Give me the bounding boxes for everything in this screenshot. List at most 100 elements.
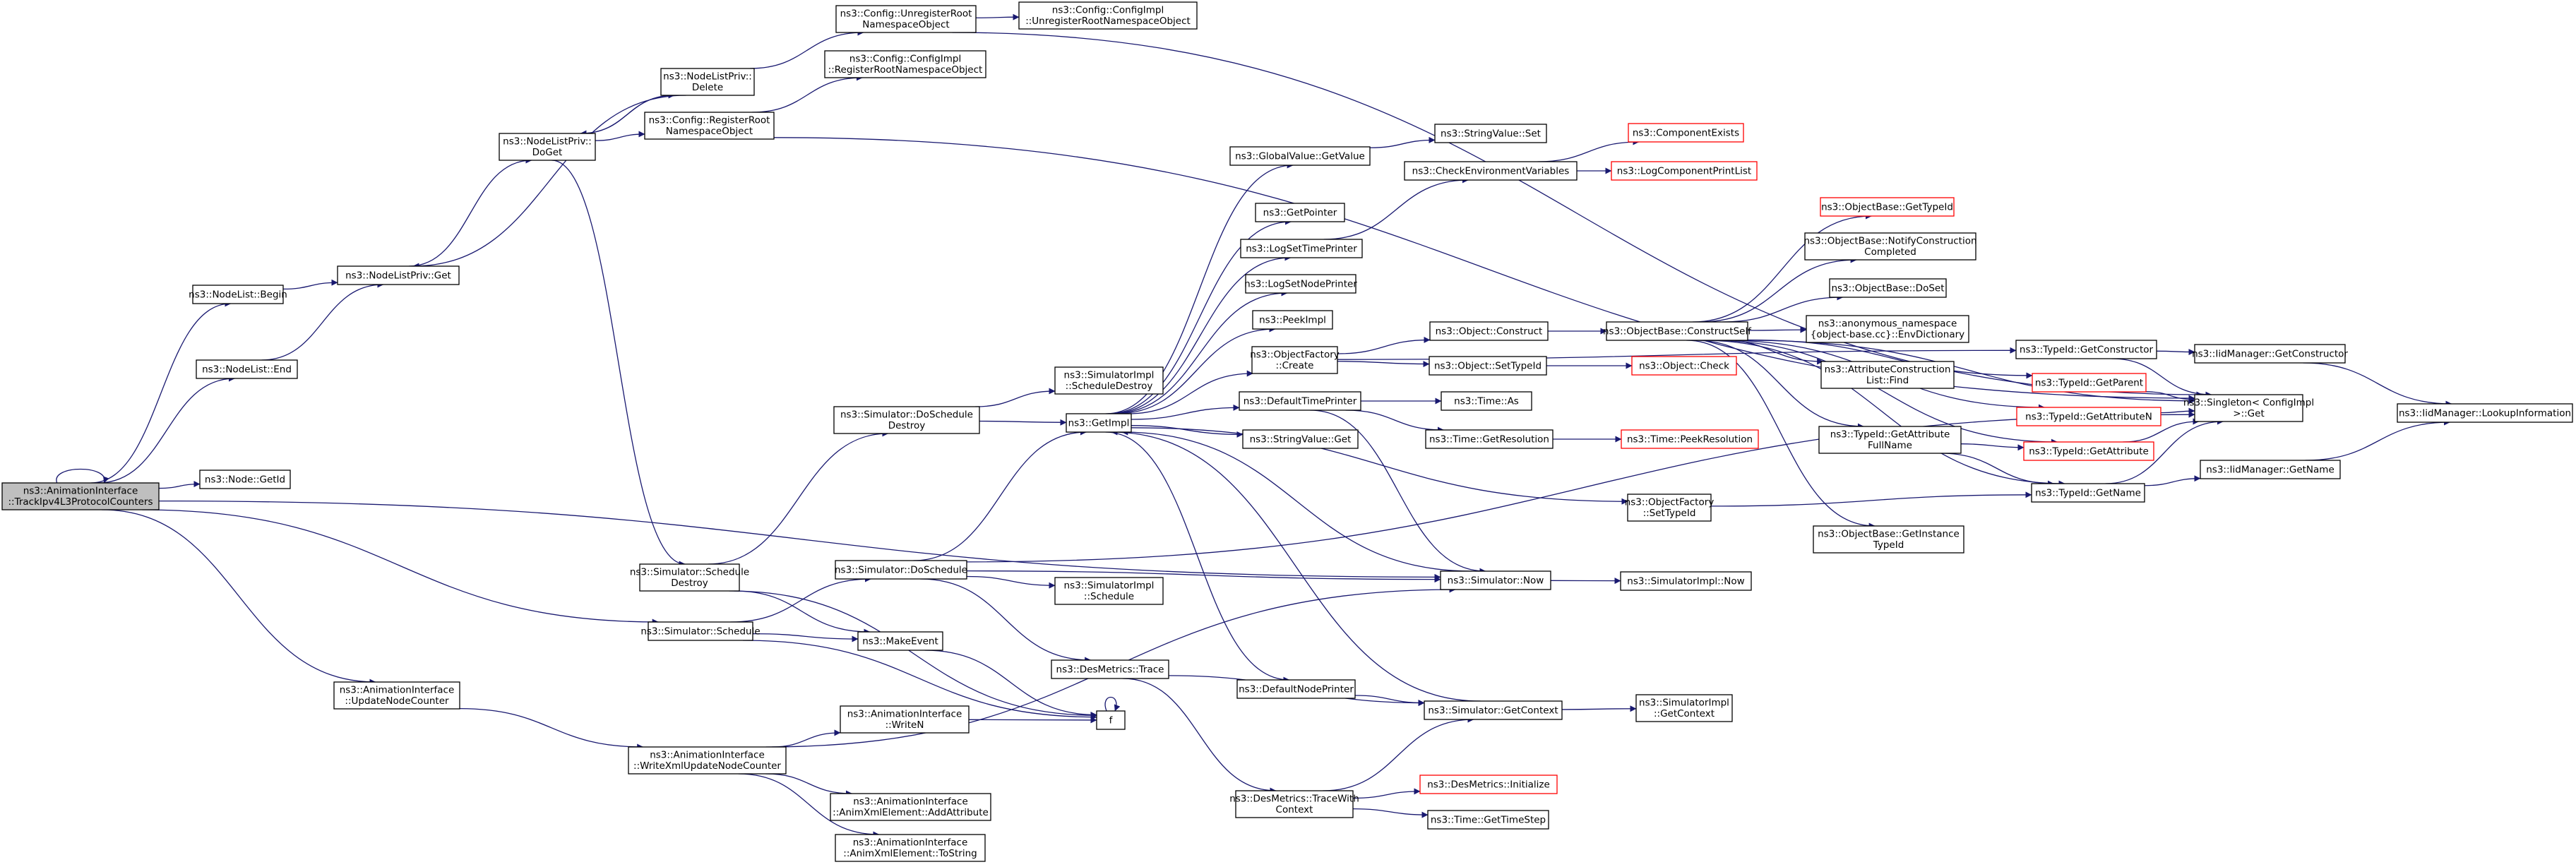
edge-n13-to-n12 [752,74,863,113]
node-ns3-config-unregisterroot-namespaceobject[interactable]: ns3::Config::UnregisterRootNamespaceObje… [835,5,977,33]
node-ns3-animationinterface-animxmlelement-tostring[interactable]: ns3::AnimationInterface::AnimXmlElement:… [835,834,986,862]
node-ns3-componentexists[interactable]: ns3::ComponentExists [1628,123,1744,143]
node-label: ::WriteN [886,719,924,731]
edge-n5-to-n17 [752,633,859,642]
node-label: ns3::GetPointer [1263,207,1337,218]
node-label: ::UpdateNodeCounter [345,695,449,707]
node-ns3-config-registerroot-namespaceobject[interactable]: ns3::Config::RegisterRootNamespaceObject [644,112,775,140]
node-ns3-defaulttimeprinter[interactable]: ns3::DefaultTimePrinter [1239,391,1361,411]
node-ns3-animationinterface-animxmlelement-addattribute[interactable]: ns3::AnimationInterface::AnimXmlElement:… [830,793,991,821]
node-ns3-typeid-getconstructor[interactable]: ns3::TypeId::GetConstructor [2015,340,2157,359]
node-ns3-iidmanager-lookupinformation[interactable]: ns3::IidManager::LookupInformation [2397,403,2573,423]
node-ns3-iidmanager-getconstructor[interactable]: ns3::IidManager::GetConstructor [2192,344,2348,364]
node-ns3-config-configimpl-unregisterrootnamespaceobject[interactable]: ns3::Config::ConfigImpl::UnregisterRootN… [1018,1,1198,30]
node-ns3-logcomponentprintlist[interactable]: ns3::LogComponentPrintList [1611,161,1758,181]
edge-n45-to-n54 [1561,705,1637,712]
node-ns3-time-as[interactable]: ns3::Time::As [1441,391,1532,411]
node-ns3-simulator-schedule-destroy[interactable]: ns3::Simulator::ScheduleDestroy [630,563,749,592]
node-ns3-globalvalue-getvalue[interactable]: ns3::GlobalValue::GetValue [1229,146,1371,166]
edge-n5-to-n16 [730,575,872,623]
node-ns3-nodelist-end[interactable]: ns3::NodeList::End [196,359,298,379]
node-label: >::Get [2233,408,2264,419]
node-f[interactable]: f [1096,710,1126,730]
node-ns3-anonymous-namespace-object-base-cc-envdictionary[interactable]: ns3::anonymous_namespace{object-base.cc}… [1806,315,1969,343]
node-ns3-objectbase-doset[interactable]: ns3::ObjectBase::DoSet [1829,278,1947,298]
node-ns3-time-peekresolution[interactable]: ns3::Time::PeekResolution [1621,429,1759,449]
node-ns3-simulator-now[interactable]: ns3::Simulator::Now [1440,570,1551,590]
node-ns3-simulatorimpl-scheduledestroy[interactable]: ns3::SimulatorImpl::ScheduleDestroy [1054,366,1164,395]
node-ns3-simulator-getcontext[interactable]: ns3::Simulator::GetContext [1424,700,1563,720]
node-label: Delete [692,82,723,93]
node-box [644,112,775,140]
node-box [1066,413,1132,433]
node-ns3-simulatorimpl-schedule[interactable]: ns3::SimulatorImpl::Schedule [1054,577,1164,605]
node-box [648,621,753,641]
edge-n16-to-n24 [966,575,1056,589]
node-ns3-simulatorimpl-getcontext[interactable]: ns3::SimulatorImpl::GetContext [1635,694,1733,722]
node-ns3-logsetnodeprinter[interactable]: ns3::LogSetNodePrinter [1244,274,1357,294]
node-box [1,482,160,510]
edge-n44-to-n23 [1121,429,1473,572]
node-ns3-object-settypeid[interactable]: ns3::Object::SetTypeId [1429,356,1547,376]
node-ns3-peekimpl[interactable]: ns3::PeekImpl [1252,310,1333,330]
node-label: ns3::Node::GetId [205,474,285,485]
node-ns3-objectbase-gettypeid[interactable]: ns3::ObjectBase::GetTypeId [1820,197,1955,217]
node-label: ns3::Config::UnregisterRoot [840,8,972,20]
node-ns3-object-construct[interactable]: ns3::Object::Construct [1429,321,1549,341]
node-ns3-objectbase-notifyconstruction-completed[interactable]: ns3::ObjectBase::NotifyConstructionCompl… [1803,232,1977,261]
node-label: ns3::GlobalValue::GetValue [1235,150,1365,162]
node-ns3-nodelistpriv-get[interactable]: ns3::NodeListPriv::Get [337,265,460,285]
node-ns3-simulator-schedule[interactable]: ns3::Simulator::Schedule [640,621,761,641]
edge-n29-to-n38 [1323,177,1469,240]
node-ns3-logsettimeprinter[interactable]: ns3::LogSetTimePrinter [1240,239,1363,258]
node-ns3-singleton-configimpl-get[interactable]: ns3::Singleton< ConfigImpl >::Get [2183,394,2314,422]
node-ns3-nodelistpriv-delete[interactable]: ns3::NodeListPriv::Delete [660,68,755,96]
node-ns3-time-gettimestep[interactable]: ns3::Time::GetTimeStep [1427,810,1549,830]
node-ns3-object-check[interactable]: ns3::Object::Check [1631,356,1737,376]
node-ns3-time-getresolution[interactable]: ns3::Time::GetResolution [1425,429,1554,449]
node-ns3-animationinterface-trackipv4l3protocolcounters[interactable]: ns3::AnimationInterface::TrackIpv4L3Prot… [1,482,160,510]
node-ns3-nodelistpriv-doget[interactable]: ns3::NodeListPriv::DoGet [499,133,596,161]
node-ns3-typeid-getattributen[interactable]: ns3::TypeId::GetAttributeN [2016,407,2161,426]
node-ns3-typeid-getparent[interactable]: ns3::TypeId::GetParent [2032,373,2147,393]
node-box [1806,315,1969,343]
node-label: ns3::AnimationInterface [23,486,138,497]
edge-n50-to-n56 [1700,256,1857,323]
node-ns3-animationinterface-writexmlupdatenodecounter[interactable]: ns3::AnimationInterface::WriteXmlUpdateN… [628,746,787,775]
node-ns3-stringvalue-set[interactable]: ns3::StringValue::Set [1434,124,1547,143]
node-ns3-makeevent[interactable]: ns3::MakeEvent [857,631,943,651]
node-ns3-objectfactory-create[interactable]: ns3::ObjectFactory::Create [1250,346,1340,374]
node-ns3-objectfactory-settypeid[interactable]: ns3::ObjectFactory::SetTypeId [1625,494,1715,522]
node-box [196,359,298,379]
node-ns3-node-getid[interactable]: ns3::Node::GetId [199,470,291,489]
node-box [2031,483,2145,503]
edge-n14-to-n17 [734,590,871,635]
node-ns3-animationinterface-writen[interactable]: ns3::AnimationInterface::WriteN [840,705,970,734]
node-box [1620,571,1752,591]
node-box [2397,403,2573,423]
node-ns3-desmetrics-trace[interactable]: ns3::DesMetrics::Trace [1051,659,1169,679]
node-ns3-config-configimpl-registerrootnamespaceobject[interactable]: ns3::Config::ConfigImpl::RegisterRootNam… [824,50,986,78]
node-ns3-desmetrics-initialize[interactable]: ns3::DesMetrics::Initialize [1419,775,1558,794]
node-ns3-nodelist-begin[interactable]: ns3::NodeList::Begin [189,285,287,304]
node-ns3-objectbase-constructself[interactable]: ns3::ObjectBase::ConstructSelf [1603,321,1752,341]
node-ns3-getimpl[interactable]: ns3::GetImpl [1066,413,1132,433]
node-ns3-checkenvironmentvariables[interactable]: ns3::CheckEnvironmentVariables [1404,161,1578,181]
node-ns3-animationinterface-updatenodecounter[interactable]: ns3::AnimationInterface::UpdateNodeCount… [333,681,460,710]
node-ns3-stringvalue-get[interactable]: ns3::StringValue::Get [1242,429,1359,449]
node-ns3-typeid-getname[interactable]: ns3::TypeId::GetName [2031,483,2145,503]
node-ns3-getpointer[interactable]: ns3::GetPointer [1255,203,1345,222]
node-ns3-typeid-getattribute[interactable]: ns3::TypeId::GetAttribute [2023,441,2154,461]
node-ns3-iidmanager-getname[interactable]: ns3::IidManager::GetName [2200,460,2341,479]
node-box [628,746,787,775]
edge-n23-to-n34 [1131,425,1244,438]
node-ns3-defaultnodeprinter[interactable]: ns3::DefaultNodePrinter [1236,679,1356,699]
node-box [1236,679,1356,699]
node-ns3-simulator-doschedule[interactable]: ns3::Simulator::DoSchedule [835,560,967,580]
node-ns3-simulatorimpl-now[interactable]: ns3::SimulatorImpl::Now [1620,571,1752,591]
